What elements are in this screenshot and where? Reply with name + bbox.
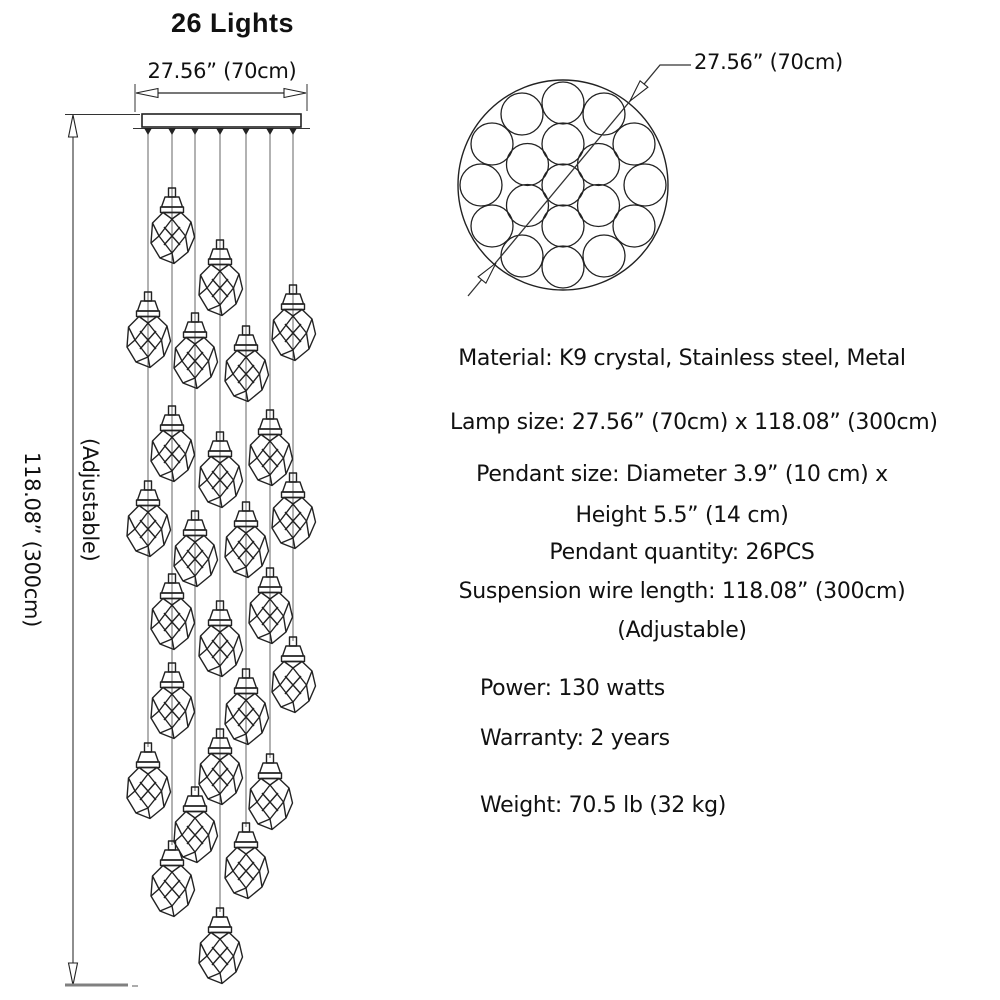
- ceiling-canopy-plate: [141, 113, 302, 128]
- pendant-position-circle: [612, 122, 656, 166]
- spec-pendant-quantity: Pendant quantity: 26PCS: [549, 540, 815, 565]
- diameter-arrow-bottom-icon: [477, 262, 497, 285]
- pendant-crystal: [150, 405, 196, 483]
- pendant-position-circle: [505, 142, 550, 187]
- pendant-position-circle: [541, 163, 585, 207]
- wire-hook: [191, 128, 199, 135]
- pendant-crystal: [150, 187, 196, 265]
- spec-suspension-adjustable: (Adjustable): [617, 618, 747, 643]
- spec-pendant-size-line2: Height 5.5” (14 cm): [575, 503, 789, 528]
- pendant-crystal: [198, 431, 244, 509]
- pendant-position-circle: [582, 92, 626, 136]
- arrowhead-right-icon: [283, 87, 307, 99]
- arrowhead-down-icon: [67, 962, 79, 986]
- spec-suspension-length: Suspension wire length: 118.08” (300cm): [458, 579, 906, 604]
- pendant-crystal: [224, 822, 270, 900]
- top-view-drawing: [457, 64, 691, 297]
- wire-hook: [216, 128, 224, 135]
- pendant-crystal: [198, 239, 244, 317]
- pendant-crystal: [248, 567, 294, 645]
- pendant-crystal: [224, 501, 270, 579]
- pendant-crystal: [126, 480, 172, 558]
- spec-power: Power: 130 watts: [480, 676, 665, 701]
- height-dimension-label: 118.08” (300cm): [20, 452, 44, 628]
- pendant-position-circle: [470, 122, 514, 166]
- canopy-outline-circle: [457, 79, 669, 291]
- diameter-leader-line: [467, 64, 691, 297]
- pendant-position-circle: [470, 204, 514, 248]
- pendant-crystal: [224, 668, 270, 746]
- chandelier-assembly: [126, 128, 317, 985]
- height-adjustable-label: (Adjustable): [78, 438, 102, 562]
- diameter-arrow-top-icon: [629, 79, 649, 102]
- pendant-crystal: [126, 742, 172, 820]
- pendant-crystal: [271, 472, 317, 550]
- pendant-position-circle: [582, 234, 626, 278]
- pendant-position-circle: [612, 204, 656, 248]
- pendant-crystal: [198, 600, 244, 678]
- arrowhead-up-icon: [67, 114, 79, 138]
- pendant-position-circle: [505, 183, 550, 228]
- pendant-crystal: [150, 662, 196, 740]
- wire-hook: [289, 128, 297, 135]
- wire-hook: [144, 128, 152, 135]
- spec-list: Material: K9 crystal, Stainless steel, M…: [450, 0, 938, 1000]
- spec-lamp-size: Lamp size: 27.56” (70cm) x 118.08” (300c…: [450, 410, 938, 435]
- drawing-title: 26 Lights: [170, 8, 295, 38]
- pendant-position-circle: [541, 122, 585, 166]
- pendant-position-circle: [500, 92, 544, 136]
- diameter-dimension-label: 27.56” (70cm): [694, 50, 843, 74]
- pendant-crystal: [198, 907, 244, 985]
- pendant-crystal: [126, 291, 172, 369]
- pendant-position-circle: [541, 204, 585, 248]
- pendant-crystal: [271, 284, 317, 362]
- spec-pendant-size-line1: Pendant size: Diameter 3.9” (10 cm) x: [476, 462, 888, 487]
- pendant-crystal: [173, 312, 219, 390]
- pendant-crystal: [224, 325, 270, 403]
- pendant-layout-circles: [457, 79, 669, 291]
- wire-hook: [168, 128, 176, 135]
- pendant-crystal: [271, 636, 317, 714]
- pendant-crystal: [150, 573, 196, 651]
- pendant-crystal: [248, 409, 294, 487]
- wire-hook: [266, 128, 274, 135]
- pendant-crystal: [150, 840, 196, 918]
- width-dimension-label: 27.56” (70cm): [147, 59, 297, 83]
- pendant-crystal: [173, 510, 219, 588]
- pendant-position-circle: [541, 81, 585, 125]
- spec-warranty: Warranty: 2 years: [480, 726, 670, 751]
- arrowhead-left-icon: [135, 87, 159, 99]
- front-view-drawing: [65, 84, 317, 987]
- wire-hook: [242, 128, 250, 135]
- spec-material: Material: K9 crystal, Stainless steel, M…: [458, 346, 906, 371]
- spec-weight: Weight: 70.5 lb (32 kg): [480, 793, 727, 818]
- pendant-crystal: [248, 753, 294, 831]
- pendant-position-circle: [623, 163, 667, 207]
- pendant-position-circle: [459, 163, 503, 207]
- pendant-position-circle: [541, 245, 585, 289]
- pendant-position-circle: [576, 183, 621, 228]
